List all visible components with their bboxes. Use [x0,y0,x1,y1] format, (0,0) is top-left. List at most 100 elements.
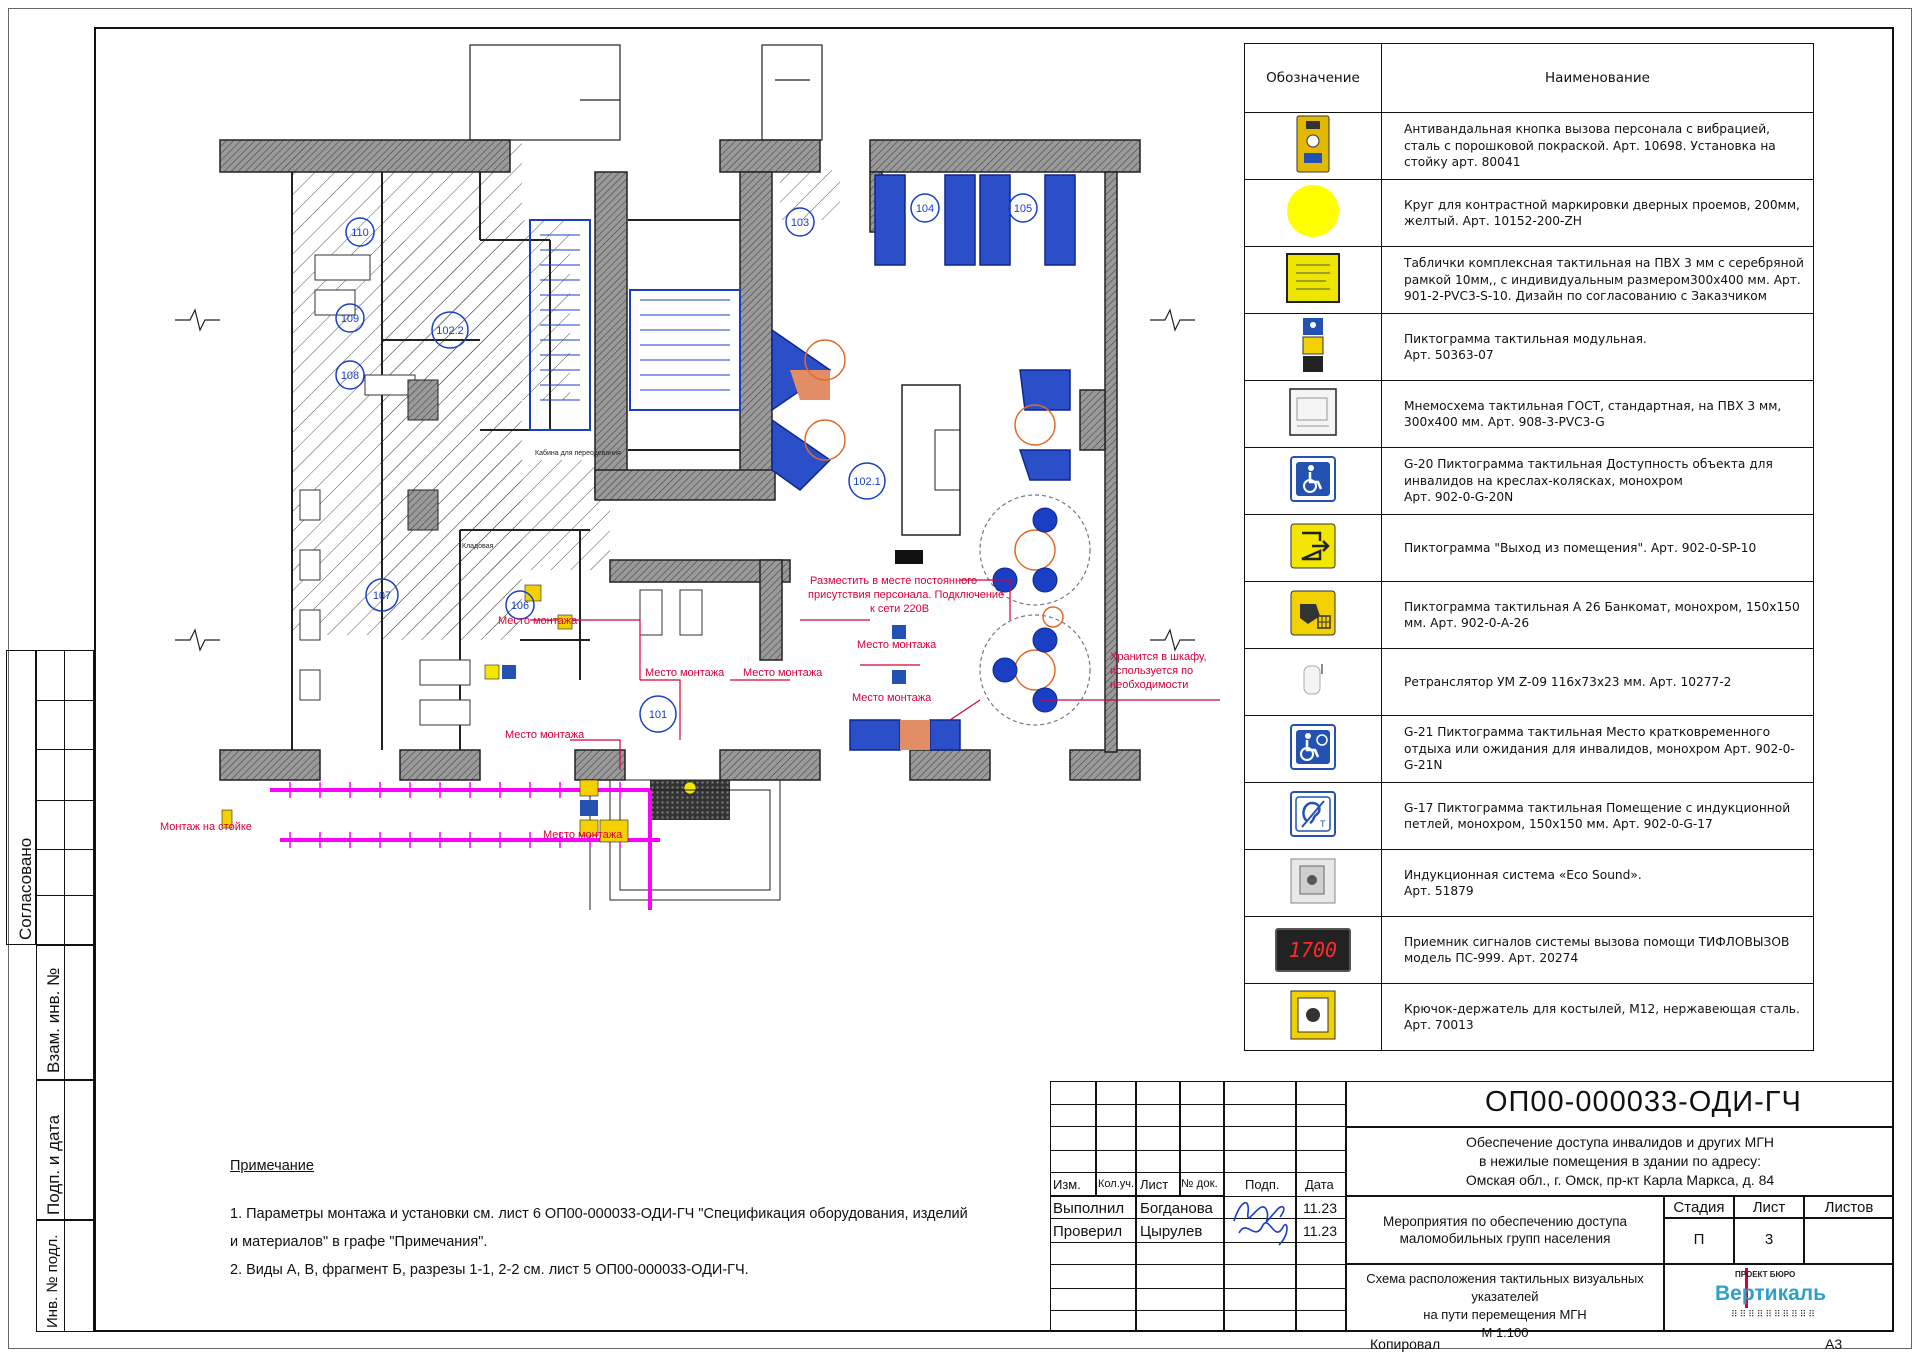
project-title-line: в нежилые помещения в здании по адресу: [1478,1153,1762,1169]
signature-2 [1238,1222,1288,1246]
install-on-stand-label: Монтаж на стойке [160,821,252,833]
tactile-guide-strips [270,788,660,910]
agreed-row [36,895,94,945]
section-title-line: маломобильных групп населения [1399,1231,1611,1246]
sheet-title-line: Схема расположения тактильных визуальных… [1366,1271,1644,1304]
legend-text: Пиктограмма "Выход из помещения". Арт. 9… [1381,514,1814,582]
signature-1 [1233,1201,1285,1223]
install-label: Место монтажа [852,692,932,704]
col-list: Лист [1140,1177,1169,1192]
sign-date-label: Подп. и дата [44,1114,63,1215]
col-izm: Изм. [1053,1177,1081,1192]
sheet-title-line: М 1:100 [1481,1325,1529,1340]
tb-row [1050,1150,1346,1173]
legend-symbol [1244,581,1382,649]
tb-cell [1734,1218,1804,1264]
place-note-line: к сети 220В [870,603,929,615]
stage-value: П [1693,1231,1705,1248]
sheet-title: Схема расположения тактильных визуальных… [1346,1270,1664,1342]
drawing-frame [94,27,1894,1332]
project-title-line: Обеспечение доступа инвалидов и других М… [1465,1134,1775,1150]
sheets-label: Листов [1824,1199,1874,1216]
tb-cell [1180,1081,1224,1196]
format-label: А3 [1825,1336,1843,1352]
wheelchair-icon [1290,456,1336,502]
legend-text: Круг для контрастной маркировки дверных … [1381,179,1814,247]
legend-symbol [1244,983,1382,1051]
col-data: Дата [1305,1177,1334,1192]
tb-code-cell [1346,1081,1894,1127]
sheet-label: Лист [1752,1199,1786,1216]
room-label: 101 [649,709,667,721]
tb-cell [1050,1196,1136,1332]
side-stamp: Согласовано Взам. инв. № Подп. и дата Ин… [6,650,94,1332]
legend-header-symbol: Обозначение [1244,43,1382,113]
tb-cell [1050,1081,1096,1196]
mnemonic-scheme-icon [1289,388,1337,436]
legend-table: Обозначение Наименование Антивандальная … [1244,43,1814,1051]
notes-line: и материалов" в графе "Примечания". [230,1234,488,1250]
room-label: 107 [373,590,391,602]
legend-text: Ретранслятор УМ Z-09 116х73х23 мм. Арт. … [1381,648,1814,716]
place-note-line: Разместить в месте постоянного [810,575,977,587]
small-label: Кладовая [462,543,494,550]
tb-section-cell [1346,1196,1664,1264]
company-logo: ПРОЕКТ БЮРО Вертикаль ⠿⠿⠿⠿⠿⠿⠿⠿⠿⠿ [1715,1268,1855,1328]
legend-text: G-20 Пиктограмма тактильная Доступность … [1381,447,1814,515]
copied-label: Копировал [1370,1336,1441,1352]
tactile-plate-icon [1286,253,1340,303]
room-label: 106 [511,600,529,612]
doc-code: ОП00-000033-ОДИ-ГЧ [1485,1086,1802,1118]
yellow-door-marker [683,781,697,795]
room-label: 102.1 [853,476,881,488]
legend-text: Приемник сигналов системы вызова помощи … [1381,916,1814,984]
legend-symbol [1244,179,1382,247]
stored-note-line: используется по [1110,665,1193,677]
col-ndok: № док. [1181,1178,1218,1190]
room-label: 104 [916,203,934,215]
room-label: 105 [1014,203,1032,215]
install-label: Место монтажа [645,667,725,679]
tb-cell [1664,1196,1734,1218]
legend-text: G-17 Пиктограмма тактильная Помещение с … [1381,782,1814,850]
install-label: Место монтажа [543,829,623,841]
legend-header-name: Наименование [1381,43,1814,113]
room-label: 110 [351,227,369,239]
sheet-title-line: на пути перемещения МГН [1423,1307,1587,1322]
notes-title: Примечание [230,1158,314,1174]
booths [771,174,1076,751]
swap-inv-label: Взам. инв. № [44,967,63,1073]
swap-inv-label-cell [36,945,65,1080]
hearing-loop-icon: T [1290,791,1336,837]
install-label: Место монтажа [505,729,585,741]
legend-symbol [1244,380,1382,448]
agreed-row [36,800,94,850]
legend-symbol [1244,715,1382,783]
install-label: Место монтажа [498,615,578,627]
chairs [992,507,1058,713]
tb-cell [1096,1081,1136,1196]
crutch-holder-icon [1290,990,1336,1040]
atm-icon [1290,590,1336,636]
legend-symbol [1244,514,1382,582]
legend-symbol [1244,112,1382,180]
name-done: Богданова [1140,1200,1213,1217]
tb-project-cell [1346,1127,1894,1196]
project-title-line: Омская обл., г. Омск, пр-кт Карла Маркса… [1465,1172,1775,1188]
legend-symbol [1244,246,1382,314]
section-title-line: Мероприятия по обеспечению доступа [1382,1214,1628,1229]
name-checked: Цырулев [1140,1223,1203,1240]
plan-icons [221,584,906,843]
exit-icon [1290,523,1336,569]
sign-date-label-cell [36,1080,65,1220]
legend-text: Мнемосхема тактильная ГОСТ, стандартная,… [1381,380,1814,448]
receiver-display-value: 1700 [1288,938,1338,962]
call-button-icon [1296,115,1330,173]
receiver-display-icon: 1700 [1275,928,1351,972]
agreed-label-cell [6,650,36,945]
stored-note-line: необходимости [1110,679,1188,691]
notes-line: 2. Виды А, В, фрагмент Б, разрезы 1-1, 2… [230,1262,749,1278]
place-note-line: присутствия персонала. Подключение [808,589,1004,601]
notes-line: 1. Параметры монтажа и установки см. лис… [230,1206,968,1222]
room-label: 102.2 [436,325,464,337]
